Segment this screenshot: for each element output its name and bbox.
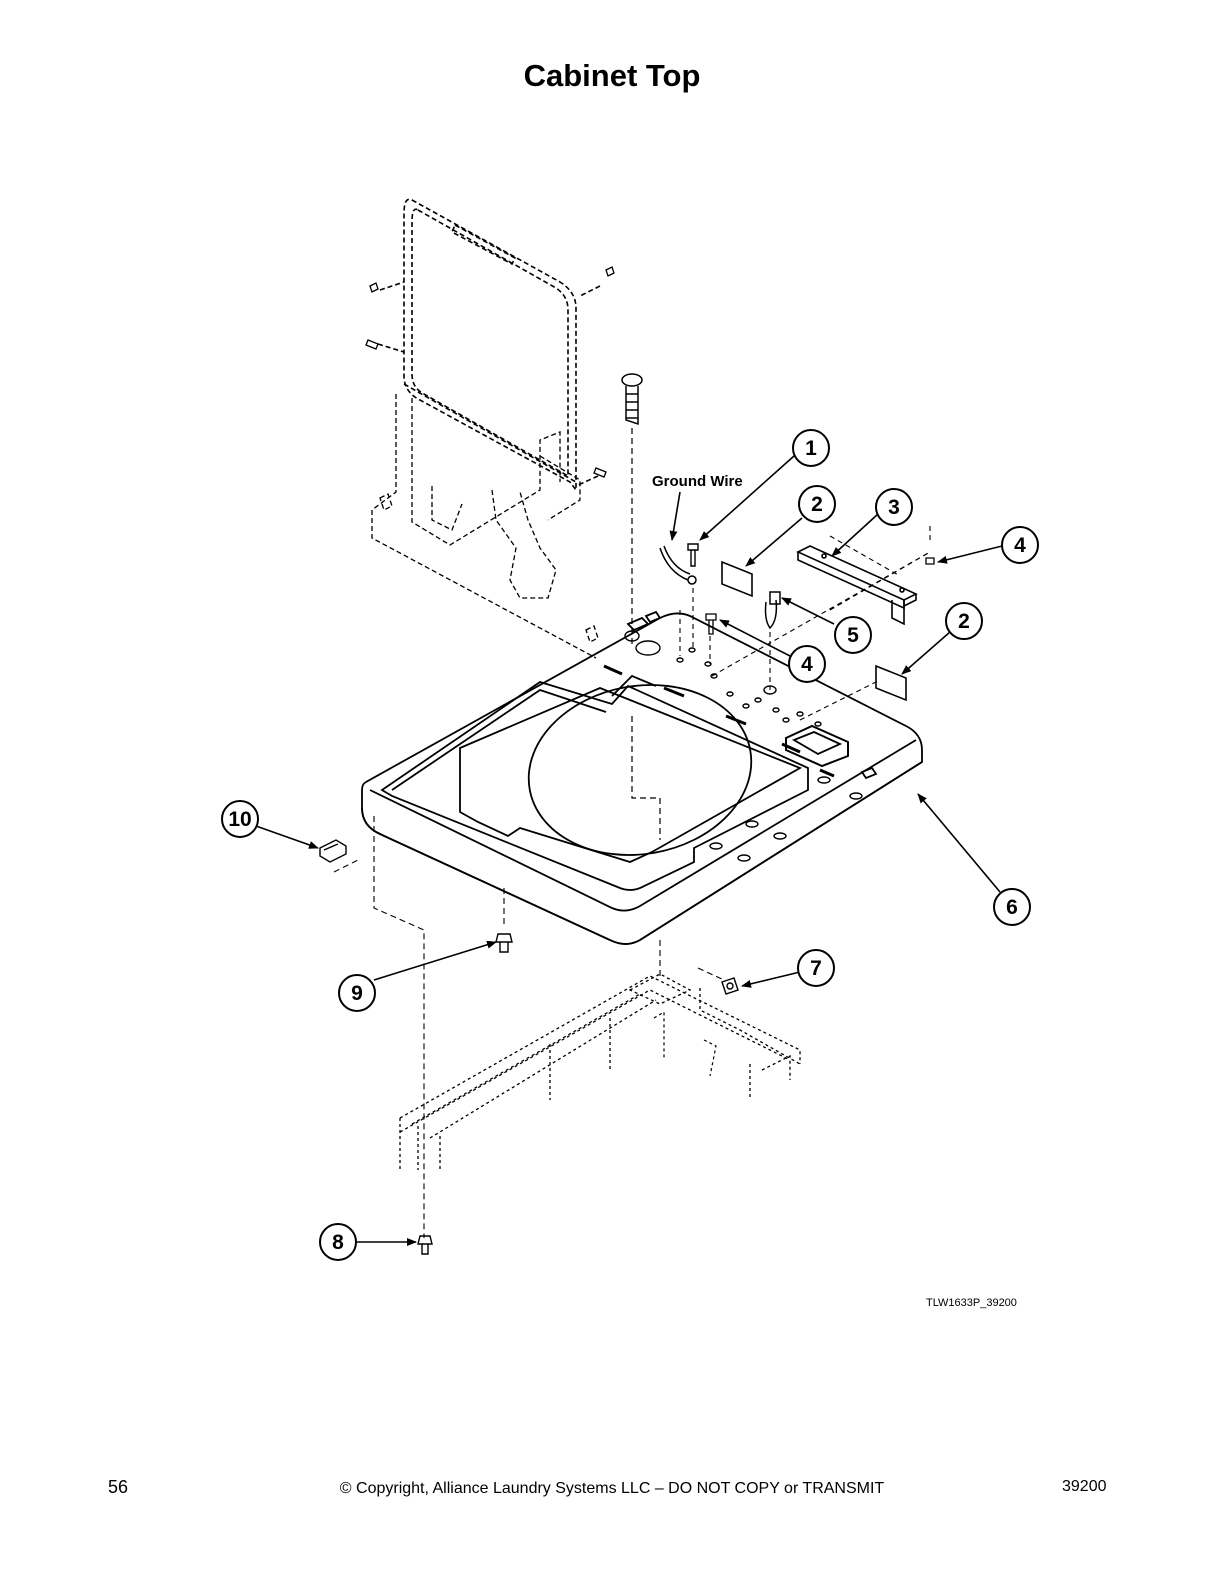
callout-4b: 4 [801, 653, 813, 676]
guide-lines-controls [679, 526, 931, 721]
lid-screws [365, 266, 615, 478]
callout-5: 5 [847, 624, 859, 647]
callout-1: 1 [805, 437, 817, 460]
callout-circles [221, 429, 1039, 1261]
callout-7: 7 [810, 957, 822, 980]
bracket-screw [705, 557, 935, 635]
top-bolt [621, 373, 643, 426]
callout-10: 10 [228, 808, 251, 831]
cabinet-frame [399, 973, 801, 1170]
callout-4: 4 [1014, 534, 1026, 557]
lid-frame [377, 198, 601, 493]
document-number: 39200 [1062, 1478, 1107, 1495]
cabinet-top [361, 610, 923, 945]
control-bracket [796, 545, 918, 626]
hinge-brackets [371, 394, 599, 659]
guide-lines-lower [333, 816, 725, 1238]
wire-clip [721, 977, 739, 995]
page-title: Cabinet Top [523, 58, 701, 93]
copyright-notice: © Copyright, Alliance Laundry Systems LL… [339, 1480, 885, 1497]
bottom-screw [417, 1235, 433, 1255]
side-clip [319, 839, 347, 863]
callout-6: 6 [1006, 896, 1018, 919]
frame-hinge [653, 1010, 717, 1077]
page-number: 56 [108, 1477, 129, 1497]
callout-2b: 2 [958, 610, 970, 633]
callout-2: 2 [811, 493, 823, 516]
leader-arrows [255, 455, 1003, 1246]
ground-wire-label: Ground Wire [652, 473, 743, 490]
push-pin [495, 933, 513, 953]
callout-8: 8 [332, 1231, 344, 1254]
callout-3: 3 [888, 496, 900, 519]
callout-9: 9 [351, 982, 363, 1005]
ground-wire [659, 545, 697, 585]
ground-screw [687, 543, 699, 567]
adhesive-pad [721, 560, 907, 702]
wire-harness [764, 591, 781, 630]
drawing-code: TLW1633P_39200 [926, 1297, 1017, 1309]
